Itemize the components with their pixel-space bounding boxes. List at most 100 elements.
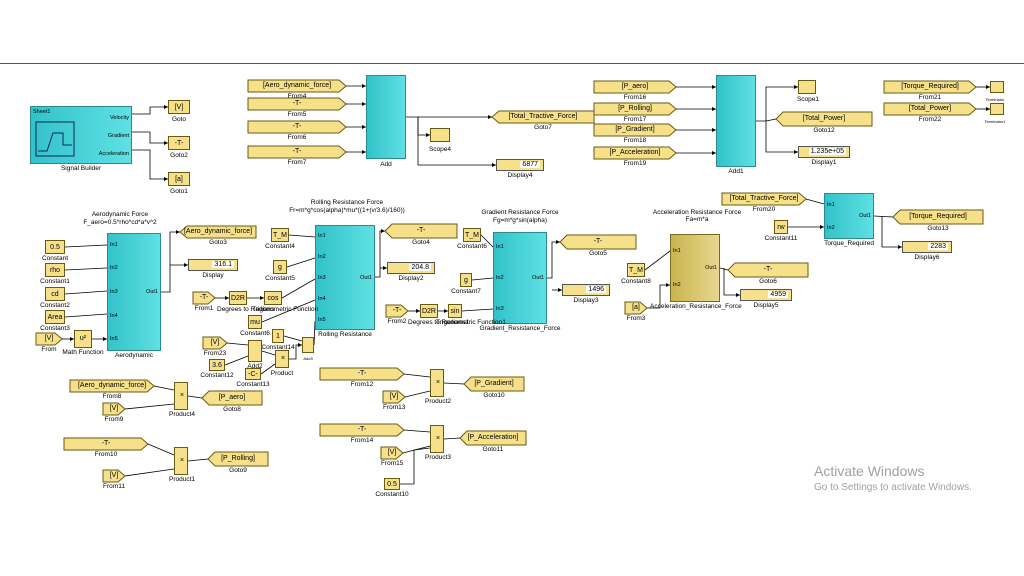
from14[interactable]: -T- <box>320 424 404 436</box>
const-tm3[interactable]: T_M <box>627 263 645 277</box>
const-g1[interactable]: g <box>273 260 287 274</box>
gradient-subsystem-inport-2: In2 <box>496 275 504 281</box>
product2[interactable]: × <box>430 369 444 397</box>
add3[interactable] <box>302 337 314 353</box>
goto7-label: [Total_Tractive_Force] <box>508 113 578 120</box>
display1[interactable]: 1.235e+05 <box>798 146 850 158</box>
d2r1[interactable]: D2R <box>229 291 247 305</box>
display3[interactable]: 1496 <box>562 284 610 296</box>
display2-caption: Display2 <box>398 275 424 282</box>
from13[interactable]: [V] <box>383 391 405 403</box>
from-top-3[interactable]: -T- <box>248 121 346 133</box>
from22[interactable]: [Total_Power] <box>884 103 976 115</box>
goto-top-3[interactable]: [a] <box>168 172 190 186</box>
from23[interactable]: [V] <box>203 337 227 349</box>
from11[interactable]: [V] <box>103 470 125 482</box>
const-rw[interactable]: rw <box>774 220 788 234</box>
goto12[interactable]: [Total_Power] <box>776 112 872 126</box>
scope1[interactable] <box>798 80 816 94</box>
goto13[interactable]: [Torque_Required] <box>893 210 983 224</box>
from21[interactable]: [Torque_Required] <box>884 81 976 93</box>
product3[interactable]: × <box>430 425 444 453</box>
from-top-3-caption: From6 <box>287 134 307 141</box>
goto4[interactable]: -T- <box>385 224 457 238</box>
from14-label: -T- <box>357 426 367 433</box>
goto-top-1-caption: Goto <box>171 116 187 123</box>
from12[interactable]: -T- <box>320 368 404 380</box>
from15[interactable]: [V] <box>381 447 403 459</box>
goto8[interactable]: [P_aero] <box>202 391 262 405</box>
const-mu[interactable]: mu <box>248 315 262 329</box>
const-0-5[interactable]: 0.5 <box>384 478 400 490</box>
from-top-2[interactable]: -T- <box>248 98 346 110</box>
from1[interactable]: -T- <box>193 292 215 304</box>
from-p-4[interactable]: [P_Acceleration] <box>594 147 676 159</box>
const-tm3-value: T_M <box>629 266 643 274</box>
scope4[interactable] <box>430 128 450 142</box>
const-tm1[interactable]: T_M <box>271 228 289 242</box>
rolling-subsystem-outport: Out1 <box>360 274 372 281</box>
product1[interactable]: × <box>174 447 188 475</box>
goto6[interactable]: -T- <box>728 263 808 277</box>
from9[interactable]: [V] <box>103 403 125 415</box>
goto3[interactable]: [Aero_dynamic_force] <box>180 226 256 238</box>
d2r2[interactable]: D2R <box>420 304 438 318</box>
product4[interactable]: × <box>174 382 188 410</box>
terminator[interactable] <box>990 81 1004 93</box>
cos1[interactable]: cos <box>264 291 282 305</box>
goto11[interactable]: [P_Acceleration] <box>460 431 526 445</box>
const-c[interactable]: -C- <box>245 368 261 380</box>
from-p-2[interactable]: [P_Rolling] <box>594 103 676 115</box>
from2-label: -T- <box>392 307 402 314</box>
const-1[interactable]: 1 <box>272 329 284 343</box>
const-0-5-caption: Constant10 <box>375 491 409 498</box>
add1-block[interactable] <box>716 75 756 167</box>
from10[interactable]: -T- <box>64 438 148 450</box>
goto-top-2[interactable]: -T- <box>168 136 190 150</box>
goto-top-1-label: [V] <box>174 104 184 111</box>
const-tm2-caption: Constant6 <box>457 243 487 250</box>
aero-const-1[interactable]: 0.5 <box>45 240 65 254</box>
from-top-1[interactable]: [Aero_dynamic_force] <box>248 80 346 92</box>
from8[interactable]: [Aero_dynamic_force] <box>70 380 154 392</box>
aero-const-3[interactable]: cd <box>45 287 65 301</box>
from3[interactable]: [a] <box>625 302 647 314</box>
math-function[interactable]: u² <box>74 330 92 348</box>
goto-top-1[interactable]: [V] <box>168 100 190 114</box>
goto7[interactable]: [Total_Tractive_Force] <box>492 111 594 123</box>
const-3-6-caption: Constant12 <box>200 372 234 379</box>
goto5[interactable]: -T- <box>560 235 636 249</box>
const-tm2[interactable]: T_M <box>463 228 481 242</box>
goto10[interactable]: [P_Gradient] <box>464 377 524 391</box>
product-block[interactable]: × <box>275 350 289 368</box>
goto9[interactable]: [P_Rolling] <box>208 452 268 466</box>
add-block[interactable] <box>366 75 406 159</box>
const-3-6[interactable]: 3.6 <box>209 359 225 371</box>
aero-const-4[interactable]: Area <box>45 310 65 324</box>
terminator1[interactable] <box>990 103 1004 115</box>
from-p-1[interactable]: [P_aero] <box>594 81 676 93</box>
from-top-4[interactable]: -T- <box>248 146 346 158</box>
const-g2[interactable]: g <box>460 273 472 287</box>
sin1[interactable]: sin <box>448 304 462 318</box>
display[interactable]: 316.1 <box>188 259 238 271</box>
from-p-3[interactable]: [P_Gradient] <box>594 124 676 136</box>
display6-caption: Display6 <box>914 254 940 261</box>
from12-label: -T- <box>357 370 367 377</box>
from2[interactable]: -T- <box>386 305 408 317</box>
display4[interactable]: 6877 <box>496 159 544 171</box>
from20[interactable]: [Total_Tractive_Force] <box>722 193 806 205</box>
display5[interactable]: 4959 <box>740 289 792 301</box>
aero-from-v[interactable]: [V] <box>36 333 62 345</box>
aero-const-2[interactable]: rho <box>45 263 65 277</box>
display2[interactable]: 204.8 <box>387 262 435 274</box>
add2[interactable] <box>248 340 262 362</box>
display6[interactable]: 2283 <box>902 241 952 253</box>
